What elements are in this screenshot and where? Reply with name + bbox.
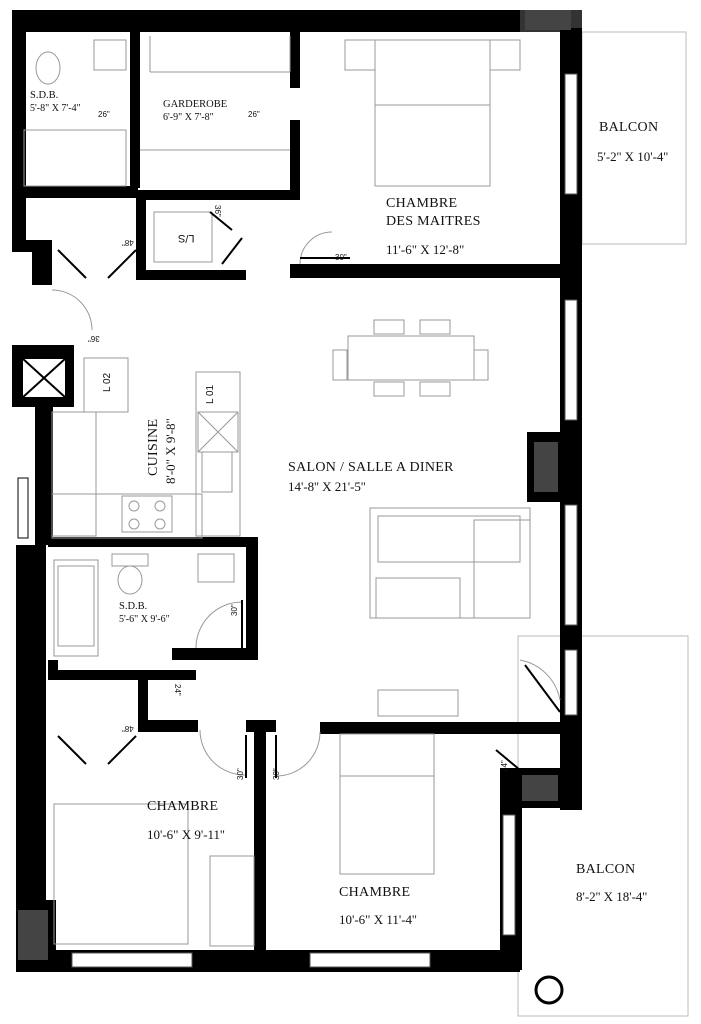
garderobe-dims: 6'-9" X 7'-8" xyxy=(163,112,214,123)
balcon1-dims: 5'-2'' X 10'-4'' xyxy=(597,149,669,164)
door-tag-26a: 26" xyxy=(98,110,110,119)
door-tag-36-entry: 36" xyxy=(88,334,100,343)
cuisine-name: CUISINE xyxy=(146,418,161,476)
garderobe-name: GARDEROBE xyxy=(163,99,228,110)
chambre2-name: CHAMBRE xyxy=(339,885,411,900)
door-tag-24-ch2: 24" xyxy=(500,760,509,772)
door-tag-24-closet: 24" xyxy=(173,684,182,696)
shaft xyxy=(21,357,67,399)
salon-name: SALON / SALLE A DINER xyxy=(288,460,454,475)
fireplace xyxy=(534,442,558,492)
sdb1-dims: 5'-8" X 7'-4" xyxy=(30,103,81,114)
balcon2-dims: 8'-2'' X 18'-4'' xyxy=(576,889,648,904)
master-name-2: DES MAITRES xyxy=(386,214,481,229)
balcony-top-outline xyxy=(581,31,687,245)
salon-dims: 14'-8'' X 21'-5'' xyxy=(288,479,366,494)
cuisine-dims: 8'-0" X 9'-8" xyxy=(163,418,178,484)
ls-tag: L/S xyxy=(178,232,195,244)
balcon2-name: BALCON xyxy=(576,862,636,877)
door-tag-30-master: 30" xyxy=(335,253,347,262)
master-dims: 11'-6" X 12'-8" xyxy=(386,242,465,257)
balcon1-name: BALCON xyxy=(599,120,659,135)
chambre2-dims: 10'-6" X 11'-4'' xyxy=(339,912,417,927)
door-tag-36-ls: 36" xyxy=(213,205,222,217)
sdb1-name: S.D.B. xyxy=(30,90,59,101)
l01-tag: L 01 xyxy=(205,384,216,404)
door-tag-30-ch2: 30" xyxy=(272,768,281,780)
door-tag-26b: 26" xyxy=(248,110,260,119)
sdb2-name: S.D.B. xyxy=(119,601,148,612)
door-tag-48-top: 48" xyxy=(122,238,134,247)
door-tag-48-bottom: 48" xyxy=(122,724,134,733)
door-tag-30-sdb2: 30" xyxy=(230,604,239,616)
master-name-1: CHAMBRE xyxy=(386,196,458,211)
door-tag-30-ch1: 30" xyxy=(236,768,245,780)
chambre1-dims: 10'-6" X 9'-11'' xyxy=(147,827,225,842)
l02-tag: L 02 xyxy=(102,372,113,392)
sdb2-dims: 5'-6" X 9'-6" xyxy=(119,614,170,625)
chambre1-name: CHAMBRE xyxy=(147,799,219,814)
balcony-bottom-outline xyxy=(517,635,689,1017)
